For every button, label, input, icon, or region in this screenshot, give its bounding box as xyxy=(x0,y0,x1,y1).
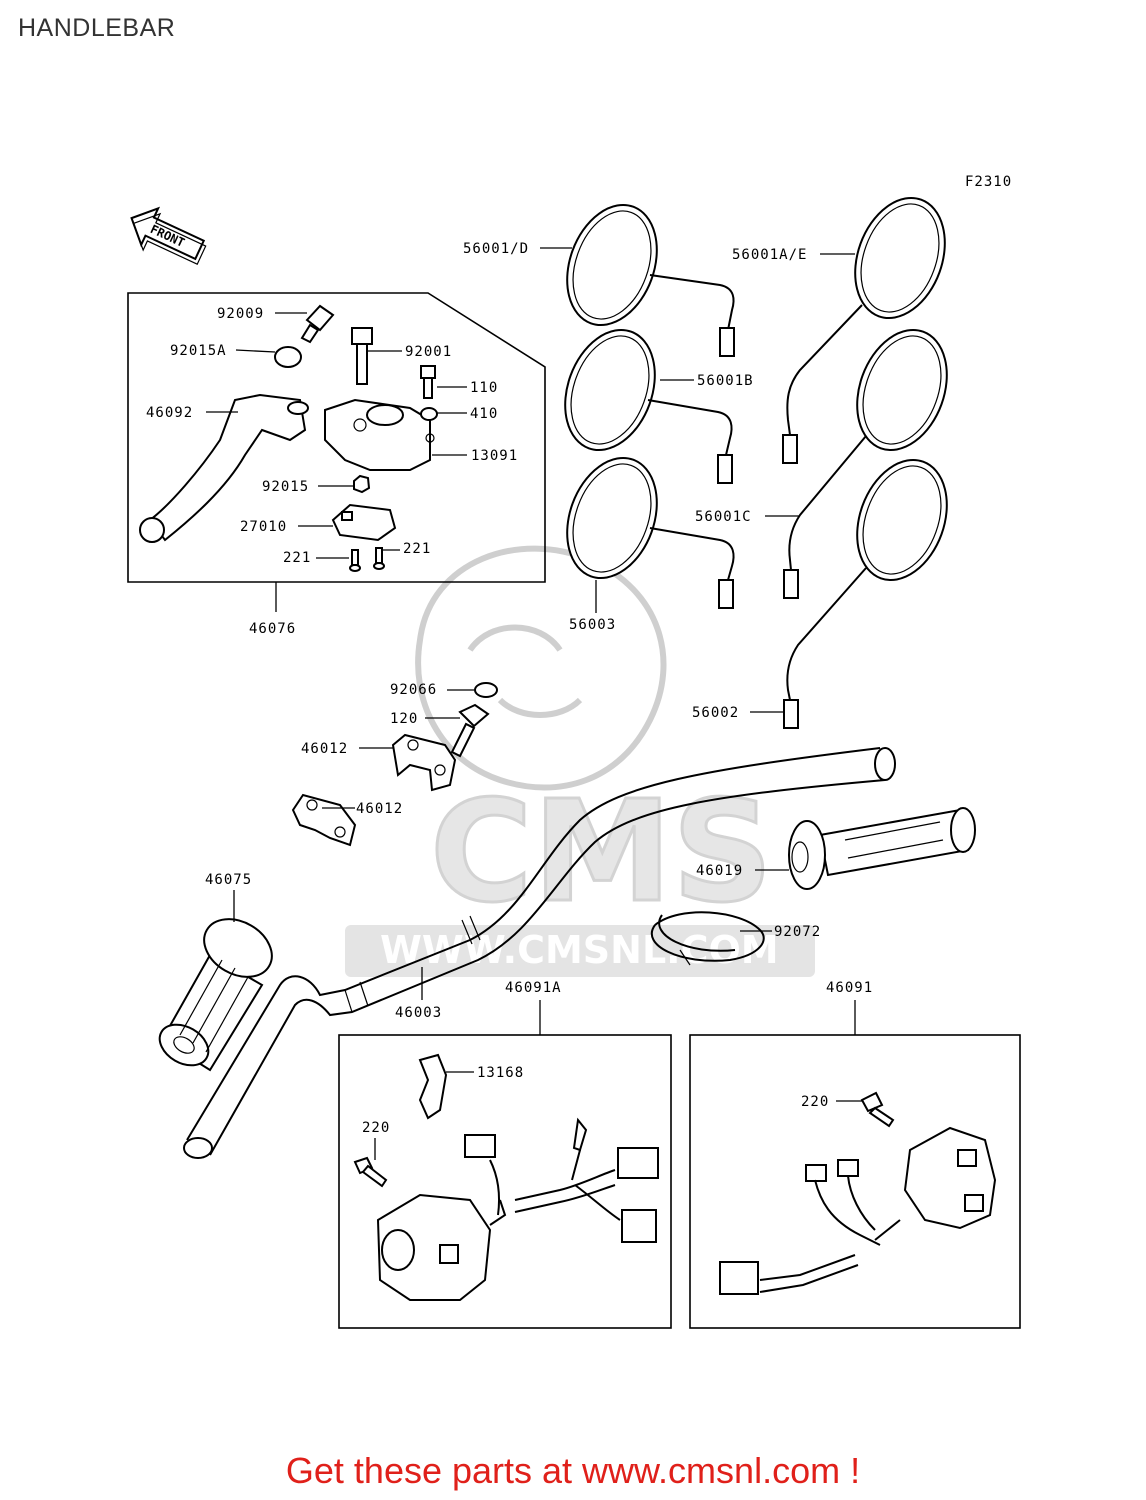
bolt-92009 xyxy=(300,304,335,344)
front-arrow: FRONT xyxy=(130,206,207,265)
label-120: 120 xyxy=(390,711,418,727)
label-46012-lower: 46012 xyxy=(356,801,403,817)
label-13091: 13091 xyxy=(471,448,518,464)
lever-assembly-box xyxy=(127,292,546,583)
label-92066: 92066 xyxy=(390,682,437,698)
label-92072: 92072 xyxy=(774,924,821,940)
label-46003: 46003 xyxy=(395,1005,442,1021)
mirror-56002 xyxy=(783,458,948,729)
label-56003: 56003 xyxy=(569,617,616,633)
part-labels: 92009 92015A 92001 110 410 46092 13091 9… xyxy=(146,241,873,1136)
footer-call-to-action[interactable]: Get these parts at www.cmsnl.com ! xyxy=(285,1450,861,1491)
label-56001AE: 56001A/E xyxy=(732,247,807,263)
label-46092: 46092 xyxy=(146,405,193,421)
throttle-grip xyxy=(788,807,976,890)
screw-220-right xyxy=(860,1091,895,1128)
mirror-56001-A-E xyxy=(782,196,946,464)
clamp-13168 xyxy=(418,1053,448,1120)
switch-box-46091A xyxy=(338,1034,672,1329)
label-220-right: 220 xyxy=(801,1094,829,1110)
label-221-right: 221 xyxy=(403,541,431,557)
label-92009: 92009 xyxy=(217,306,264,322)
handlebar-tube xyxy=(183,747,896,1159)
label-46012-upper: 46012 xyxy=(301,741,348,757)
bolt-120 xyxy=(450,703,490,758)
leader-lines xyxy=(206,247,862,1160)
label-92001: 92001 xyxy=(405,344,452,360)
label-46019: 46019 xyxy=(696,863,743,879)
washer-92066 xyxy=(474,682,498,698)
mirror-56003 xyxy=(566,456,735,609)
label-46091: 46091 xyxy=(826,980,873,996)
label-56001D: 56001/D xyxy=(463,241,529,257)
label-46091A: 46091A xyxy=(505,980,562,996)
figure-code: F2310 xyxy=(965,174,1012,190)
label-56001C: 56001C xyxy=(695,509,752,525)
nut-92015 xyxy=(353,474,371,494)
label-92015A: 92015A xyxy=(170,343,227,359)
band-92072 xyxy=(651,911,765,966)
label-110: 110 xyxy=(470,380,498,396)
label-221-left: 221 xyxy=(283,550,311,566)
page-title: HANDLEBAR xyxy=(18,14,176,42)
label-56002: 56002 xyxy=(692,705,739,721)
label-13168: 13168 xyxy=(477,1065,524,1081)
screws-221 xyxy=(349,547,385,572)
mirror-56001-C xyxy=(783,328,948,599)
label-92015: 92015 xyxy=(262,479,309,495)
right-switch-wiring xyxy=(719,1159,881,1295)
left-grip xyxy=(158,918,273,1072)
mirror-56001-D xyxy=(566,203,735,357)
parts-diagram: CMS WWW.CMSNL.COM F2310 FRONT xyxy=(127,174,1021,1329)
screw-220-left xyxy=(353,1156,388,1188)
holder-46012-lower xyxy=(291,793,357,847)
switch-27010 xyxy=(331,503,397,542)
bolt-92001 xyxy=(351,327,373,385)
mirror-56001-B xyxy=(564,328,733,484)
lever-holder xyxy=(324,398,435,471)
watermark-text: CMS xyxy=(430,771,773,934)
label-46076: 46076 xyxy=(249,621,296,637)
nut-92015A xyxy=(274,346,302,368)
right-switch-housing xyxy=(874,1126,997,1241)
washer-410 xyxy=(420,407,438,421)
label-46075: 46075 xyxy=(205,872,252,888)
label-220-left: 220 xyxy=(362,1120,390,1136)
bolt-110 xyxy=(420,365,436,399)
holder-46012-upper xyxy=(391,733,457,792)
label-27010: 27010 xyxy=(240,519,287,535)
watermark: CMS WWW.CMSNL.COM xyxy=(345,545,815,977)
label-56001B: 56001B xyxy=(697,373,754,389)
left-switch-wiring xyxy=(464,1117,659,1243)
clutch-lever xyxy=(139,393,309,543)
left-switch-housing xyxy=(376,1193,507,1301)
label-410: 410 xyxy=(470,406,498,422)
